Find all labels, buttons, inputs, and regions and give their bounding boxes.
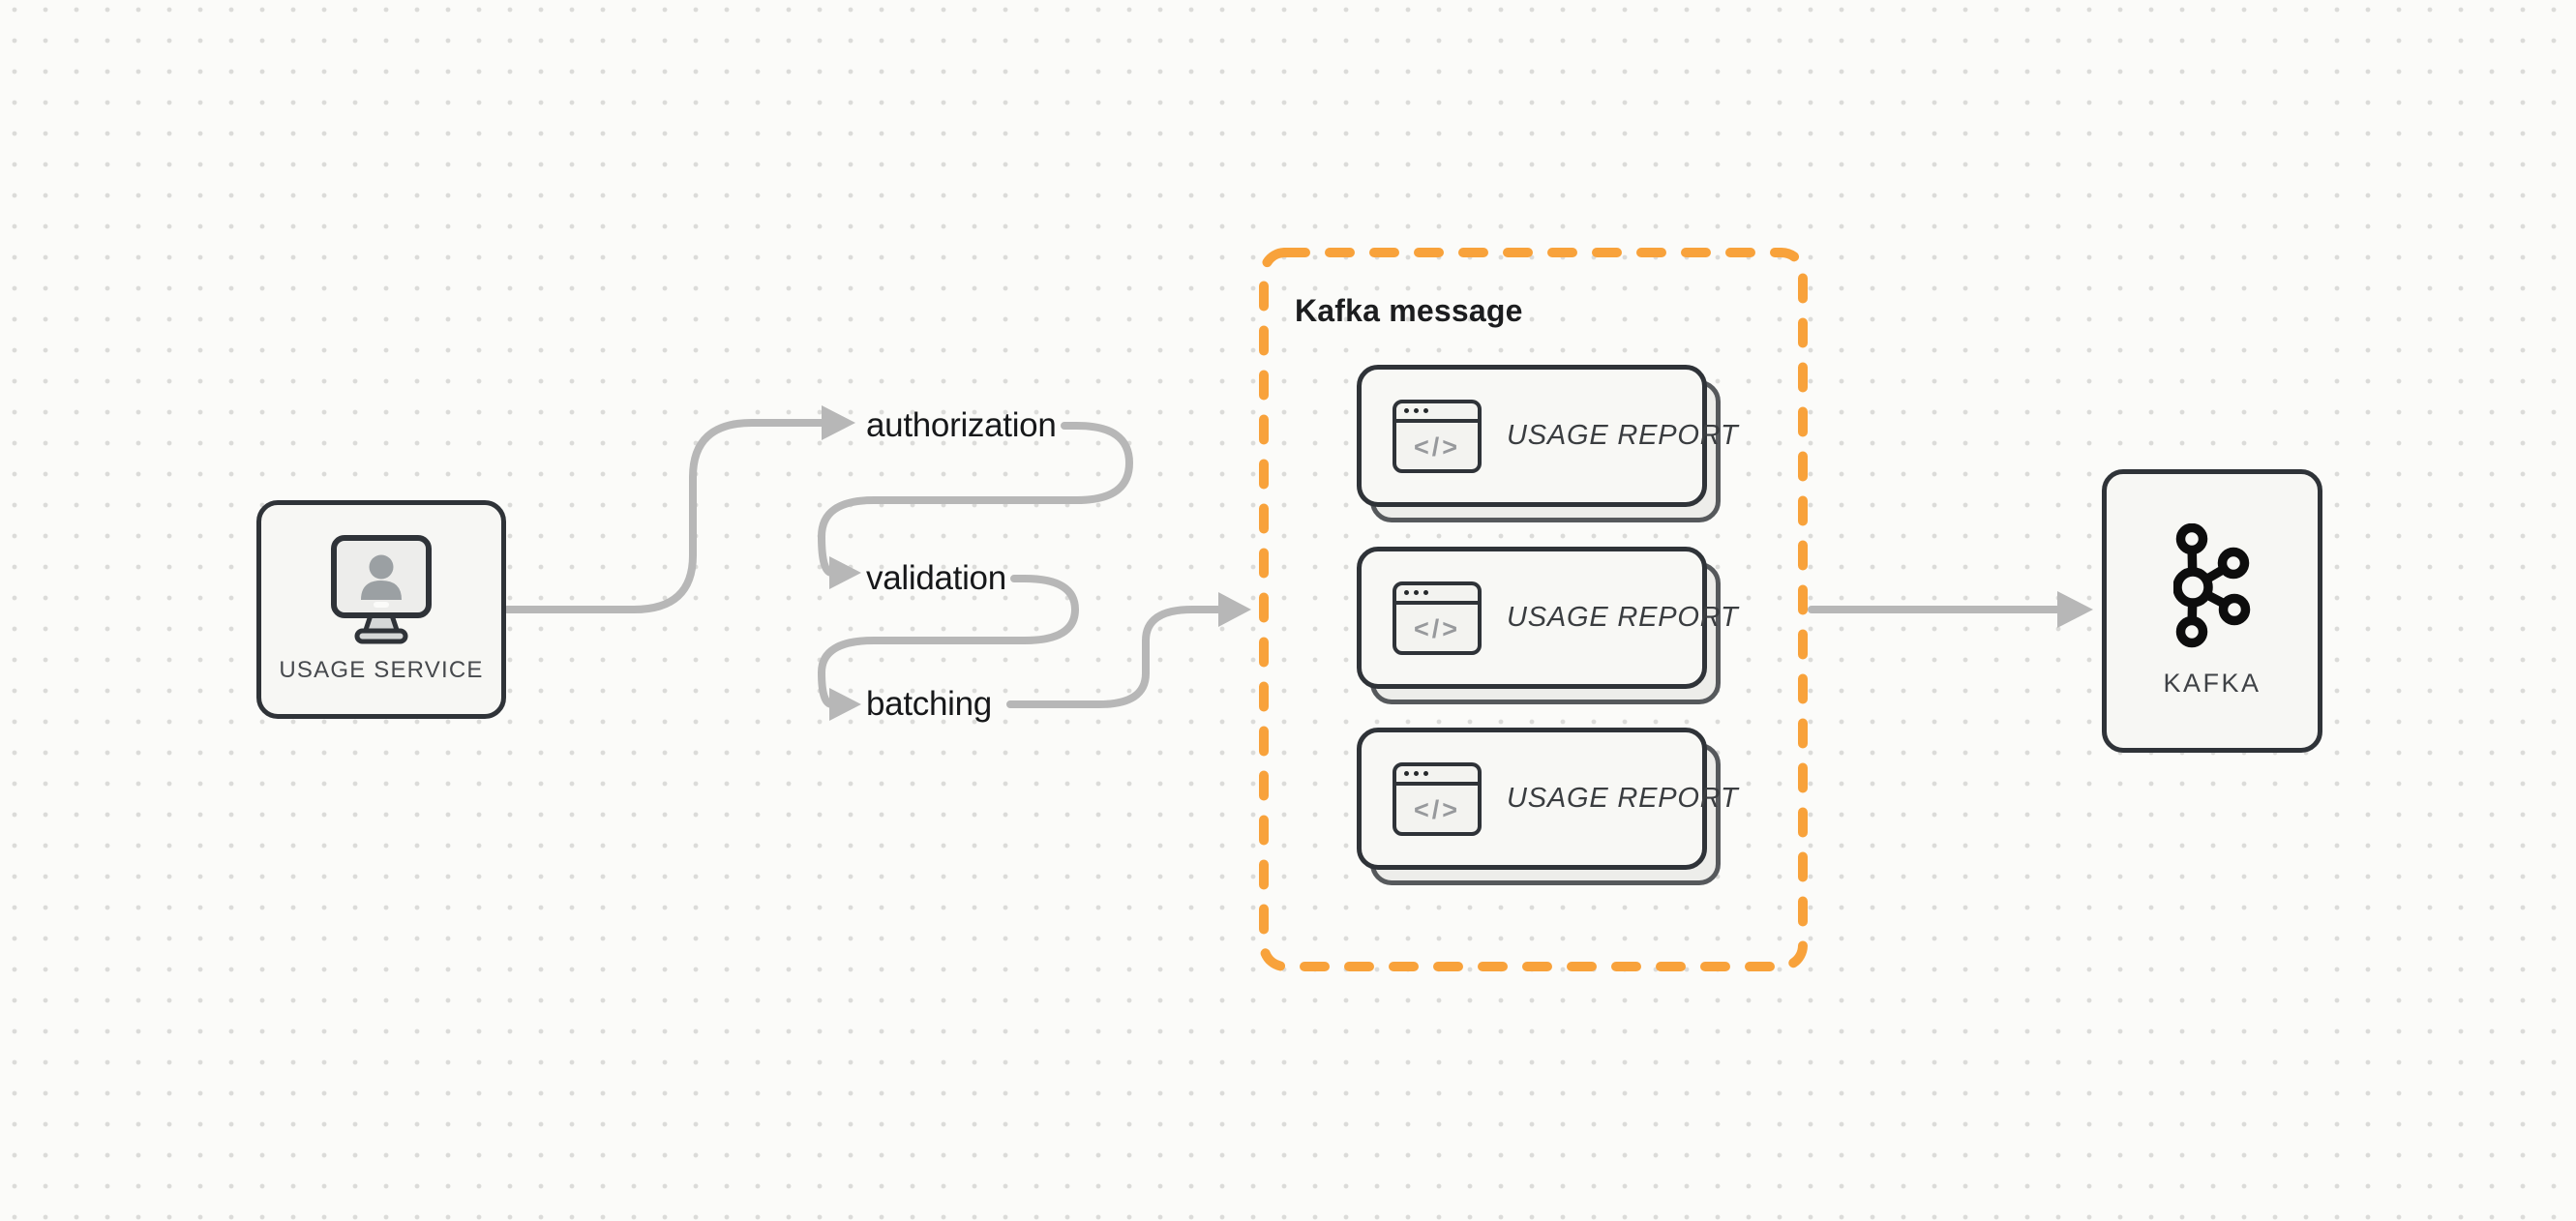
usage-report-card: </> USAGE REPORT <box>1357 728 1738 885</box>
code-glyph: </> <box>1413 614 1461 643</box>
code-glyph: </> <box>1413 432 1461 462</box>
monitor-user-icon <box>331 535 432 644</box>
arrow-batching-to-kafka-message <box>1006 606 1222 708</box>
window-dot <box>1423 590 1428 595</box>
step-label-authorization: authorization <box>866 406 1057 444</box>
window-dot <box>1404 771 1409 776</box>
arrowhead-batching <box>829 688 861 721</box>
usage-report-card: </> USAGE REPORT <box>1357 547 1738 704</box>
arrowhead-validation <box>829 556 861 589</box>
code-glyph: </> <box>1413 795 1461 824</box>
usage-report-card: </> USAGE REPORT <box>1357 365 1738 522</box>
kafka-label: KAFKA <box>2163 669 2261 698</box>
code-window-icon: </> <box>1393 761 1482 836</box>
kafka-message-group-title: Kafka message <box>1295 293 1523 328</box>
code-window-icon: </> <box>1393 581 1482 655</box>
window-dot <box>1414 408 1419 413</box>
arrowhead-kafka-message <box>1218 592 1251 627</box>
usage-report-label: USAGE REPORT <box>1507 783 1739 814</box>
window-dot <box>1414 771 1419 776</box>
arrow-usage-service-to-authorization <box>503 419 825 613</box>
arrowhead-authorization <box>822 405 855 440</box>
window-dot <box>1404 590 1409 595</box>
usage-service-node: USAGE SERVICE <box>256 500 506 719</box>
kafka-logo-icon <box>2173 523 2251 648</box>
window-dot <box>1404 408 1409 413</box>
usage-report-label: USAGE REPORT <box>1507 602 1739 633</box>
window-dot <box>1414 590 1419 595</box>
usage-report-label: USAGE REPORT <box>1507 420 1739 451</box>
step-label-batching: batching <box>866 685 992 723</box>
window-dot <box>1423 408 1428 413</box>
usage-service-label: USAGE SERVICE <box>279 657 484 683</box>
arrow-authorization-to-validation <box>818 422 1133 577</box>
kafka-node: KAFKA <box>2102 469 2322 753</box>
window-dot <box>1423 771 1428 776</box>
step-label-validation: validation <box>866 559 1006 597</box>
arrowhead-kafka <box>2057 591 2093 628</box>
code-window-icon: </> <box>1393 399 1482 473</box>
